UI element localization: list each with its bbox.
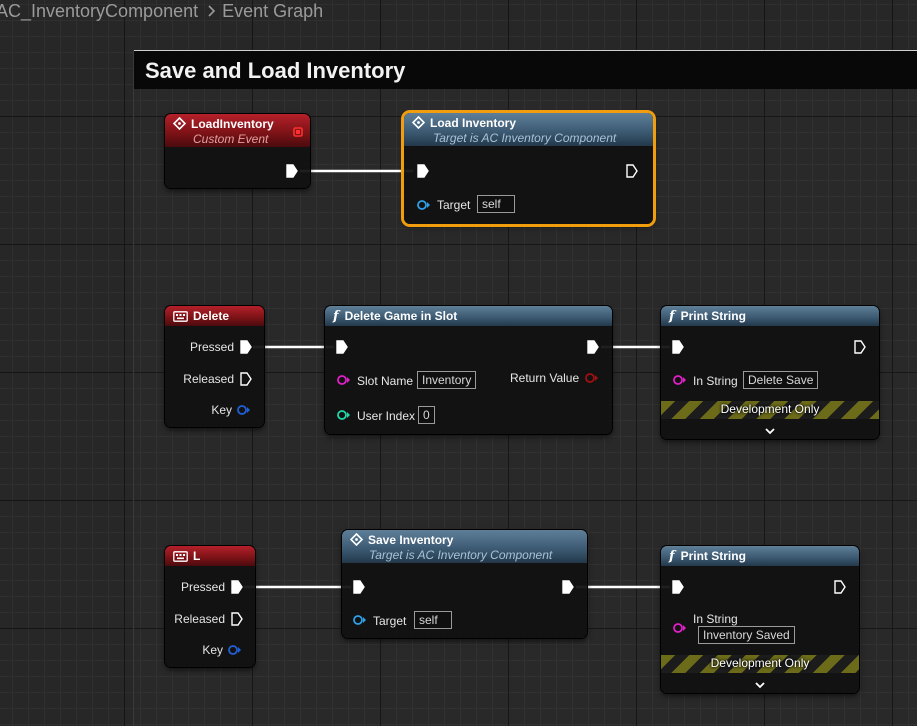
exec-in-pin[interactable] bbox=[353, 580, 365, 594]
user-index-value[interactable]: 0 bbox=[418, 406, 435, 424]
breadcrumb-graph[interactable]: Event Graph bbox=[222, 1, 324, 21]
l-key-event-node[interactable]: L Pressed Released Key bbox=[165, 546, 255, 667]
in-string-value[interactable]: Delete Save bbox=[743, 371, 819, 389]
exec-out-pin[interactable] bbox=[854, 340, 866, 354]
released-label: Released bbox=[183, 372, 234, 386]
pressed-label: Pressed bbox=[180, 580, 225, 594]
development-only-label: Development Only bbox=[720, 402, 820, 416]
target-value[interactable]: self bbox=[414, 611, 452, 629]
node-title: Delete Game in Slot bbox=[344, 309, 458, 323]
return-value-label: Return Value bbox=[510, 371, 580, 385]
string-pin-icon[interactable] bbox=[337, 374, 351, 386]
event-diamond-icon bbox=[350, 533, 363, 546]
delegate-pin-icon[interactable] bbox=[293, 127, 303, 137]
object-pin-icon[interactable] bbox=[417, 199, 431, 211]
in-string-label: In String bbox=[693, 612, 738, 626]
string-pin-icon[interactable] bbox=[673, 374, 687, 386]
node-subtitle: Target is AC Inventory Component bbox=[369, 548, 553, 562]
delete-game-in-slot-node[interactable]: f Delete Game in Slot Slot Name Inventory… bbox=[325, 306, 612, 434]
exec-in-pin[interactable] bbox=[336, 340, 348, 354]
event-diamond-icon bbox=[412, 116, 425, 129]
node-header[interactable]: L bbox=[165, 546, 255, 566]
comment-box[interactable]: Save and Load Inventory bbox=[133, 50, 917, 726]
load-inventory-event-node[interactable]: LoadInventory Custom Event bbox=[165, 114, 310, 188]
object-pin-icon[interactable] bbox=[353, 614, 367, 626]
exec-out-pin[interactable] bbox=[587, 340, 599, 354]
exec-out-pin[interactable] bbox=[626, 164, 638, 178]
load-inventory-function-node[interactable]: Load Inventory Target is AC Inventory Co… bbox=[404, 113, 653, 224]
in-string-label: In String bbox=[693, 374, 738, 388]
target-value[interactable]: self bbox=[477, 195, 515, 213]
breadcrumb: AC_InventoryComponent Event Graph bbox=[0, 0, 323, 24]
node-header[interactable]: Save Inventory Target is AC Inventory Co… bbox=[342, 530, 587, 563]
print-string-node[interactable]: f Print String In String Delete Save Deve… bbox=[661, 306, 879, 439]
node-title: L bbox=[193, 549, 201, 563]
pressed-label: Pressed bbox=[189, 340, 234, 354]
function-f-icon: f bbox=[669, 309, 675, 324]
user-index-label: User Index bbox=[357, 409, 416, 423]
development-only-banner: Development Only bbox=[661, 655, 859, 673]
target-label: Target bbox=[437, 198, 471, 212]
node-header[interactable]: f Print String bbox=[661, 546, 859, 566]
struct-pin-icon[interactable] bbox=[228, 644, 242, 656]
event-diamond-icon bbox=[173, 117, 186, 130]
key-label: Key bbox=[211, 403, 232, 417]
exec-out-pin[interactable] bbox=[834, 580, 846, 594]
node-title: Save Inventory bbox=[368, 533, 454, 547]
bool-pin-icon[interactable] bbox=[585, 372, 599, 384]
exec-in-pin[interactable] bbox=[417, 164, 429, 178]
exec-out-pin[interactable] bbox=[562, 580, 574, 594]
chevron-down-icon[interactable] bbox=[661, 676, 859, 694]
exec-out-pin[interactable] bbox=[240, 372, 252, 386]
development-only-banner: Development Only bbox=[661, 401, 879, 419]
slot-name-value[interactable]: Inventory bbox=[417, 371, 477, 389]
node-header[interactable]: f Print String bbox=[661, 306, 879, 326]
int-pin-icon[interactable] bbox=[337, 409, 351, 421]
chevron-right-icon bbox=[208, 0, 216, 22]
node-header[interactable]: LoadInventory Custom Event bbox=[165, 114, 310, 147]
node-title: Delete bbox=[193, 309, 230, 323]
target-label: Target bbox=[373, 614, 407, 628]
node-subtitle: Target is AC Inventory Component bbox=[433, 131, 617, 145]
keyboard-icon bbox=[173, 551, 188, 562]
in-string-value[interactable]: Inventory Saved bbox=[698, 626, 795, 644]
development-only-label: Development Only bbox=[710, 656, 810, 670]
exec-out-pin[interactable] bbox=[231, 612, 243, 626]
node-subtitle: Custom Event bbox=[193, 132, 269, 146]
breadcrumb-component[interactable]: AC_InventoryComponent bbox=[0, 1, 199, 21]
released-label: Released bbox=[174, 612, 225, 626]
chevron-down-icon[interactable] bbox=[661, 422, 879, 440]
struct-pin-icon[interactable] bbox=[237, 404, 251, 416]
exec-in-pin[interactable] bbox=[672, 580, 684, 594]
function-f-icon: f bbox=[669, 549, 675, 564]
exec-out-pin[interactable] bbox=[231, 580, 243, 594]
keyboard-icon bbox=[173, 311, 188, 322]
node-title: Print String bbox=[680, 309, 746, 323]
node-title: LoadInventory bbox=[191, 117, 274, 131]
node-title: Load Inventory bbox=[430, 116, 517, 130]
delete-key-event-node[interactable]: Delete Pressed Released Key bbox=[165, 306, 264, 427]
node-header[interactable]: Delete bbox=[165, 306, 264, 326]
comment-header[interactable]: Save and Load Inventory bbox=[134, 50, 917, 89]
function-f-icon: f bbox=[333, 309, 339, 324]
node-header[interactable]: f Delete Game in Slot bbox=[325, 306, 612, 326]
key-label: Key bbox=[202, 643, 223, 657]
node-title: Print String bbox=[680, 549, 746, 563]
exec-out-pin[interactable] bbox=[286, 164, 298, 178]
node-header[interactable]: Load Inventory Target is AC Inventory Co… bbox=[404, 113, 653, 146]
string-pin-icon[interactable] bbox=[673, 622, 687, 634]
save-inventory-function-node[interactable]: Save Inventory Target is AC Inventory Co… bbox=[342, 530, 587, 638]
slot-name-label: Slot Name bbox=[357, 374, 414, 388]
comment-title: Save and Load Inventory bbox=[145, 58, 406, 83]
exec-out-pin[interactable] bbox=[240, 340, 252, 354]
exec-in-pin[interactable] bbox=[672, 340, 684, 354]
